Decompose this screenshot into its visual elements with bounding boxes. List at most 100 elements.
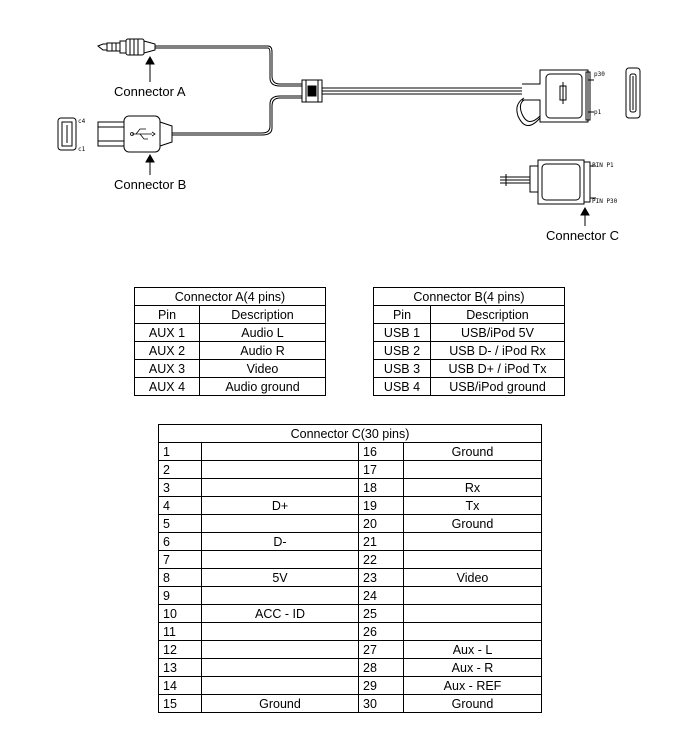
pin-number-cell: 30: [358, 694, 404, 713]
audio-jack-connector-a: [97, 38, 302, 87]
signal-cell: [403, 622, 542, 641]
pin-number-cell: 28: [358, 658, 404, 677]
pin-number-cell: 9: [158, 586, 202, 605]
table-title: Connector A(4 pins): [134, 287, 326, 306]
cable-splitter: [301, 79, 323, 103]
signal-cell: Ground: [403, 442, 542, 461]
pin-cell: AUX 2: [134, 341, 200, 360]
dock-connector-side: [500, 159, 596, 205]
pin-number-cell: 27: [358, 640, 404, 659]
pin-number-cell: 29: [358, 676, 404, 695]
header-pin: Pin: [134, 305, 200, 324]
signal-cell: Tx: [403, 496, 542, 515]
description-cell: USB D+ / iPod Tx: [430, 359, 565, 378]
description-cell: Video: [199, 359, 326, 378]
signal-cell: D+: [201, 496, 359, 515]
description-cell: Audio ground: [199, 377, 326, 396]
pin-cell: AUX 3: [134, 359, 200, 378]
pin-number-cell: 14: [158, 676, 202, 695]
table-title: Connector B(4 pins): [373, 287, 565, 306]
signal-cell: [201, 676, 359, 695]
signal-cell: Ground: [201, 694, 359, 713]
signal-cell: [403, 532, 542, 551]
signal-cell: Ground: [403, 694, 542, 713]
pin-number-cell: 19: [358, 496, 404, 515]
pin-number-cell: 22: [358, 550, 404, 569]
pin-number-cell: 18: [358, 478, 404, 497]
usb-connector-b: [57, 95, 302, 153]
pin-number-cell: 8: [158, 568, 202, 587]
pin-number-cell: 24: [358, 586, 404, 605]
pin-number-cell: 4: [158, 496, 202, 515]
pin-number-cell: 17: [358, 460, 404, 479]
pin-number-cell: 20: [358, 514, 404, 533]
pin-cell: AUX 4: [134, 377, 200, 396]
header-pin: Pin: [373, 305, 431, 324]
signal-cell: [201, 586, 359, 605]
pin-cell: USB 3: [373, 359, 431, 378]
pin-number-cell: 12: [158, 640, 202, 659]
pin-number-cell: 3: [158, 478, 202, 497]
cable-diagram: p30 p1 c4 c1 PIN P1 PIN P30: [57, 38, 641, 226]
c4-label: c4: [78, 118, 86, 125]
signal-cell: [201, 550, 359, 569]
signal-cell: D-: [201, 532, 359, 551]
pin30-label: PIN P30: [592, 198, 618, 205]
connector-a-table: Connector A(4 pins) Pin Description AUX …: [134, 287, 326, 396]
pin-number-cell: 2: [158, 460, 202, 479]
signal-cell: [403, 586, 542, 605]
signal-cell: [201, 478, 359, 497]
pin-number-cell: 13: [158, 658, 202, 677]
table-row: 2 17: [158, 460, 542, 479]
signal-cell: ACC - ID: [201, 604, 359, 623]
usb-icon: [130, 128, 156, 140]
pin-number-cell: 25: [358, 604, 404, 623]
pin-cell: AUX 1: [134, 323, 200, 342]
p1-label: p1: [594, 109, 602, 116]
pin-number-cell: 15: [158, 694, 202, 713]
signal-cell: 5V: [201, 568, 359, 587]
description-cell: Audio R: [199, 341, 326, 360]
signal-cell: [201, 460, 359, 479]
description-cell: USB D- / iPod Rx: [430, 341, 565, 360]
connector-b-label: Connector B: [114, 177, 187, 192]
signal-cell: [201, 640, 359, 659]
description-cell: USB/iPod ground: [430, 377, 565, 396]
signal-cell: [201, 658, 359, 677]
dock-connector-face: [625, 67, 641, 119]
description-cell: Audio L: [199, 323, 326, 342]
pin-number-cell: 21: [358, 532, 404, 551]
table-row: 9 24: [158, 586, 542, 605]
dock-connector-top: [516, 69, 594, 126]
pin-number-cell: 16: [358, 442, 404, 461]
pin-cell: USB 4: [373, 377, 431, 396]
signal-cell: Ground: [403, 514, 542, 533]
signal-cell: Aux - REF: [403, 676, 542, 695]
signal-cell: [201, 442, 359, 461]
signal-cell: Video: [403, 568, 542, 587]
pin1-label: PIN P1: [592, 162, 614, 169]
signal-cell: Aux - L: [403, 640, 542, 659]
signal-cell: Rx: [403, 478, 542, 497]
signal-cell: [201, 622, 359, 641]
pin-number-cell: 11: [158, 622, 202, 641]
